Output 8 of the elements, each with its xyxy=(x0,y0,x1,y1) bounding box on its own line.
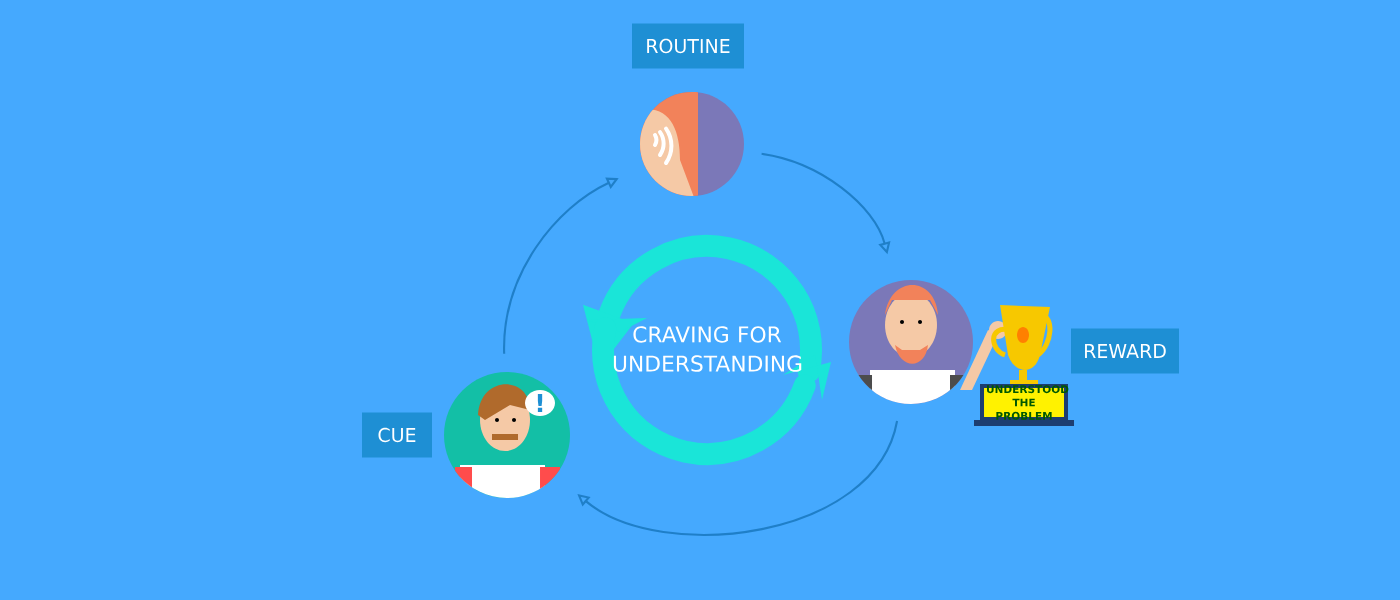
label-box: REWARD xyxy=(1071,328,1179,374)
person-drawing xyxy=(640,92,744,196)
person-drawing xyxy=(444,372,570,498)
label-box: ROUTINE xyxy=(632,23,744,69)
label-box: CUE xyxy=(362,412,432,458)
exclamation-mark: ! xyxy=(537,394,543,412)
center-text: CRAVING FOR UNDERSTANDING xyxy=(613,326,802,372)
person-drawing xyxy=(849,280,973,404)
